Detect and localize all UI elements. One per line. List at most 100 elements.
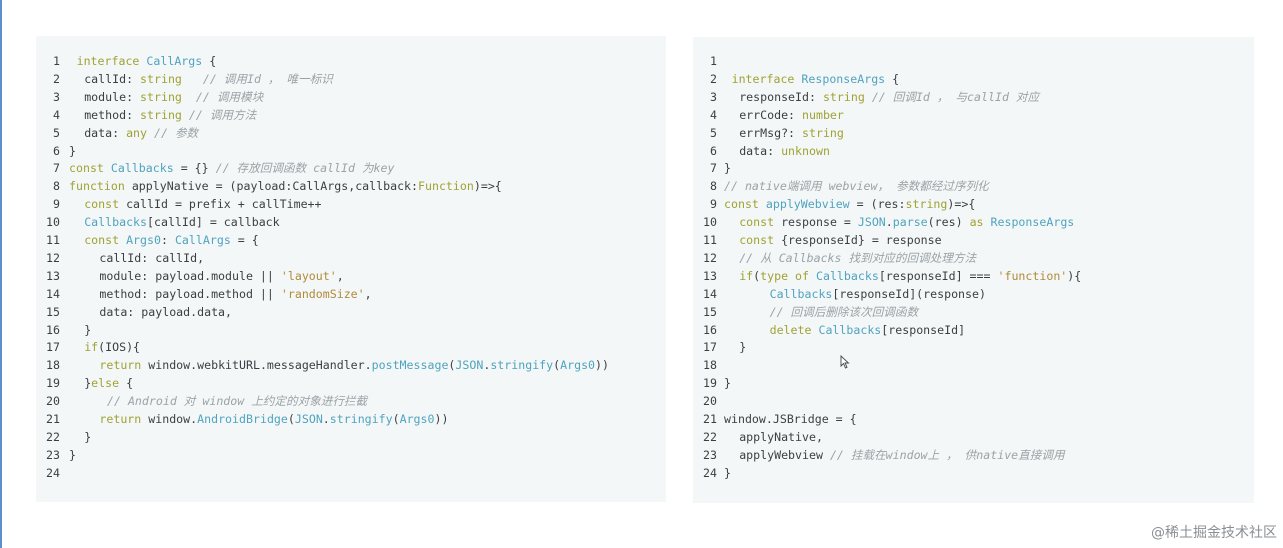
code-text: data: payload.data, [99,303,232,321]
code-token: Args0 [560,358,596,373]
code-token: // 调用方法 [181,107,257,122]
line-number: 11 [46,233,60,247]
code-token: module: payload.module || [99,268,281,283]
code-text: const {responseId} = response [739,231,941,249]
code-token: )) [595,358,609,373]
code-token: string [822,89,865,104]
code-text: data: unknown [739,142,830,160]
line-number: 18 [46,358,60,373]
code-token: if [84,340,99,355]
line-number: 17 [703,340,717,355]
code-token: // 回调后删除该次回调函数 [769,304,919,319]
code-text: method: string // 调用方法 [84,106,256,124]
code-token: )) [434,412,449,426]
code-token: (IOS){ [98,340,141,355]
code-text: function applyNative = (payload:CallArgs… [69,177,502,195]
code-text: const response = JSON.parse(res) as Resp… [739,213,1074,231]
code-token: = (res: [849,197,906,212]
code-token: ){ [1067,268,1082,283]
code-token: data: [739,143,782,158]
code-token: stringify [490,358,554,373]
code-token: . [483,358,491,373]
code-text: method: payload.method || 'randomSize', [99,285,371,303]
code-text: if(IOS){ [84,338,140,356]
code-text: const applyWebview = (res:string)=>{ [724,195,975,213]
code-token: method: [84,107,141,122]
code-token: // 从 Callbacks 找到对应的回调处理方法 [739,250,977,265]
code-token: else [91,376,120,391]
line-number: 8 [710,179,717,194]
code-token: )=>{ [473,179,502,194]
code-text: } [724,374,731,392]
code-text: // Android 对 window 上约定的对象进行拦截 [107,392,367,410]
code-token: ( [448,358,456,373]
code-token: ( [287,412,295,426]
line-number: 7 [710,161,717,176]
code-token: function [69,179,132,194]
code-token: applyNative, [739,429,823,444]
code-text: applyWebview // 挂载在window上 ， 供native直接调用 [739,446,1064,464]
line-number: 21 [703,412,717,426]
code-token: const [724,197,766,212]
code-token: } [84,376,92,391]
code-text: delete Callbacks[responseId] [770,321,965,339]
code-text: } [69,142,76,160]
code-token: return [99,412,149,426]
code-token: as [969,215,991,230]
line-number: 23 [46,447,60,462]
line-number: 9 [53,197,60,212]
code-token: window. [148,412,198,426]
code-token: {responseId} = response [781,233,942,247]
code-token: data: payload.data, [99,304,233,319]
code-text: } [69,446,76,464]
code-token: JSON [294,412,323,426]
code-text: } [84,428,91,446]
mouse-cursor-icon [840,355,850,369]
code-token: = {} [173,161,216,176]
line-number: 22 [703,429,717,444]
code-token: } [69,447,76,462]
code-token: AndroidBridge [197,412,288,426]
code-token: window.webkitURL.messageHandler. [148,358,372,373]
code-text: if(type of Callbacks[responseId] === 'fu… [739,267,1081,285]
line-number: 5 [710,125,717,140]
code-token: Callbacks [818,322,882,337]
code-token: . [322,412,330,426]
code-token: string [140,89,182,104]
line-number: 15 [46,304,60,319]
code-token: CallArgs [146,54,203,68]
code-token: window.JSBridge = { [724,412,857,426]
code-token: interface [76,54,147,68]
window-left-border [0,0,2,548]
code-token: Callbacks [769,286,833,301]
code-token: type of [760,268,816,283]
line-number: 10 [703,215,717,230]
line-number: 20 [703,394,717,409]
line-number: 12 [703,250,717,265]
code-text: applyNative, [739,428,823,446]
code-text: window.JSBridge = { [724,410,857,428]
line-number: 6 [710,143,717,158]
code-token: ResponseArgs [990,215,1075,230]
code-token: // 调用Id ， 唯一标识 [181,71,333,86]
code-token: // 挂载在window上 ， 供native直接调用 [829,447,1065,462]
line-number: 19 [703,376,717,391]
code-token: 'function' [997,268,1068,283]
code-token: CallArgs [174,233,231,247]
code-text: const callId = prefix + callTime++ [84,195,321,213]
code-token: stringify [329,412,393,426]
code-text: return window.AndroidBridge(JSON.stringi… [99,410,448,428]
code-token: = { [230,233,259,247]
code-text: // native端调用 webview， 参数都经过序列化 [724,177,989,195]
code-token: ( [553,358,561,373]
line-number: 2 [710,71,717,86]
code-token: const [69,161,111,176]
code-token: data: [84,125,127,140]
code-token: [responseId] === [878,268,998,283]
code-token: { [119,376,134,391]
code-token: delete [769,322,819,337]
line-number: 12 [46,250,60,265]
code-token: 'randomSize' [280,286,365,301]
code-token: const [739,233,782,247]
line-number: 24 [703,465,717,480]
